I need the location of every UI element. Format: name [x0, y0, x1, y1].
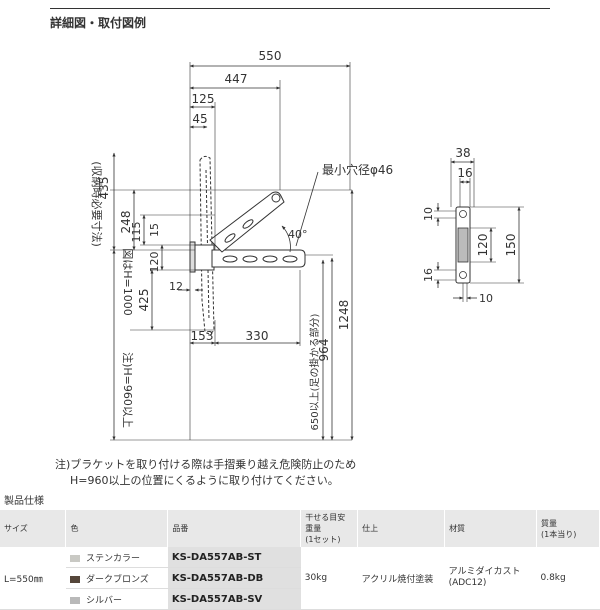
dim-125: 125 [192, 92, 215, 106]
note-hole-diameter: 最小穴径φ46 [322, 162, 393, 177]
horizontal-arm [211, 249, 306, 268]
side-dim-16-lower: 16 [422, 268, 435, 282]
color-swatch [69, 596, 80, 604]
detail-drawing: 550 447 125 45 435 (収納時必要寸法) 248 115 15 … [90, 49, 524, 441]
cell-part-number: KS-DA557AB-SV [167, 588, 301, 610]
dim-120: 120 [148, 252, 161, 273]
dim-248: 248 [119, 211, 133, 234]
header-finish: 仕上 [357, 510, 446, 547]
bracket-drawing [189, 155, 306, 335]
dim-115: 115 [130, 222, 143, 243]
note-line-1: 注)ブラケットを取り付ける際は手摺乗り越え危険防止のため [55, 458, 357, 471]
bracket-base [194, 244, 215, 271]
cell-part-number: KS-DA557AB-DB [167, 567, 301, 589]
color-swatch [69, 575, 80, 583]
side-view-drawing [455, 206, 471, 284]
cell-load: 30kg [300, 547, 358, 610]
dim-153: 153 [191, 329, 214, 343]
dim-12: 12 [169, 280, 183, 293]
header-size: サイズ [0, 510, 67, 547]
spec-row: L=550㎜ ステンカラー KS-DA557AB-ST 30kg アクリル焼付塗… [0, 547, 600, 610]
header-load: 干せる目安重量 (1セット) [300, 510, 359, 547]
cell-finish: アクリル焼付塗装 [357, 547, 445, 610]
dim-435: 435 [97, 177, 111, 200]
header-weight: 質量 (1本当り) [536, 510, 600, 547]
side-dim-120: 120 [476, 234, 490, 257]
color-swatch [69, 554, 80, 562]
cell-color: シルバー [65, 588, 168, 610]
dim-425: 425 [137, 289, 151, 312]
side-dim-38: 38 [455, 146, 470, 160]
note-stowed: (収納時必要寸法) [90, 161, 104, 247]
note-line-2: H=960以上の位置にくるように取り付けてください。 [70, 474, 339, 487]
note-figure-height: 図はH=1000 [121, 248, 134, 315]
wall-plate [189, 241, 196, 273]
header-rule [50, 8, 550, 9]
dim-1248: 1248 [337, 300, 351, 331]
spec-header-row: サイズ 色 品番 干せる目安重量 (1セット) 仕上 材質 質量 (1本当り) [0, 510, 600, 547]
side-dim-16: 16 [457, 166, 472, 180]
dim-964: 964 [317, 339, 331, 362]
header-color: 色 [65, 510, 169, 547]
section-title: 詳細図・取付図例 [50, 16, 147, 30]
cell-weight: 0.8kg [536, 547, 600, 610]
cell-color: ステンカラー [65, 547, 168, 568]
dim-550: 550 [259, 49, 282, 63]
dim-45: 45 [192, 112, 207, 126]
cell-color: ダークブロンズ [65, 567, 168, 589]
spec-row: ダークブロンズ KS-DA557AB-DB [0, 567, 600, 589]
dim-angle: 40° [288, 228, 308, 241]
header-part: 品番 [167, 510, 302, 547]
dim-650-foothold: 650以上(足の掛かる部分) [308, 313, 321, 430]
side-dim-10: 10 [422, 207, 435, 221]
spec-table: サイズ 色 品番 干せる目安重量 (1セット) 仕上 材質 質量 (1本当り) … [0, 510, 600, 610]
dim-15: 15 [148, 223, 161, 237]
dim-447: 447 [225, 72, 248, 86]
cell-size: L=550㎜ [0, 547, 66, 610]
note-min-height: 注)H=960以上 [121, 352, 135, 428]
side-dim-150: 150 [504, 234, 518, 257]
cell-part-number: KS-DA557AB-ST [167, 547, 301, 568]
side-dim-10-lower: 10 [479, 292, 493, 305]
dim-330: 330 [246, 329, 269, 343]
header-material: 材質 [444, 510, 537, 547]
cell-material: アルミダイカスト (ADC12) [444, 547, 537, 610]
spec-title: 製品仕様 [4, 496, 44, 507]
